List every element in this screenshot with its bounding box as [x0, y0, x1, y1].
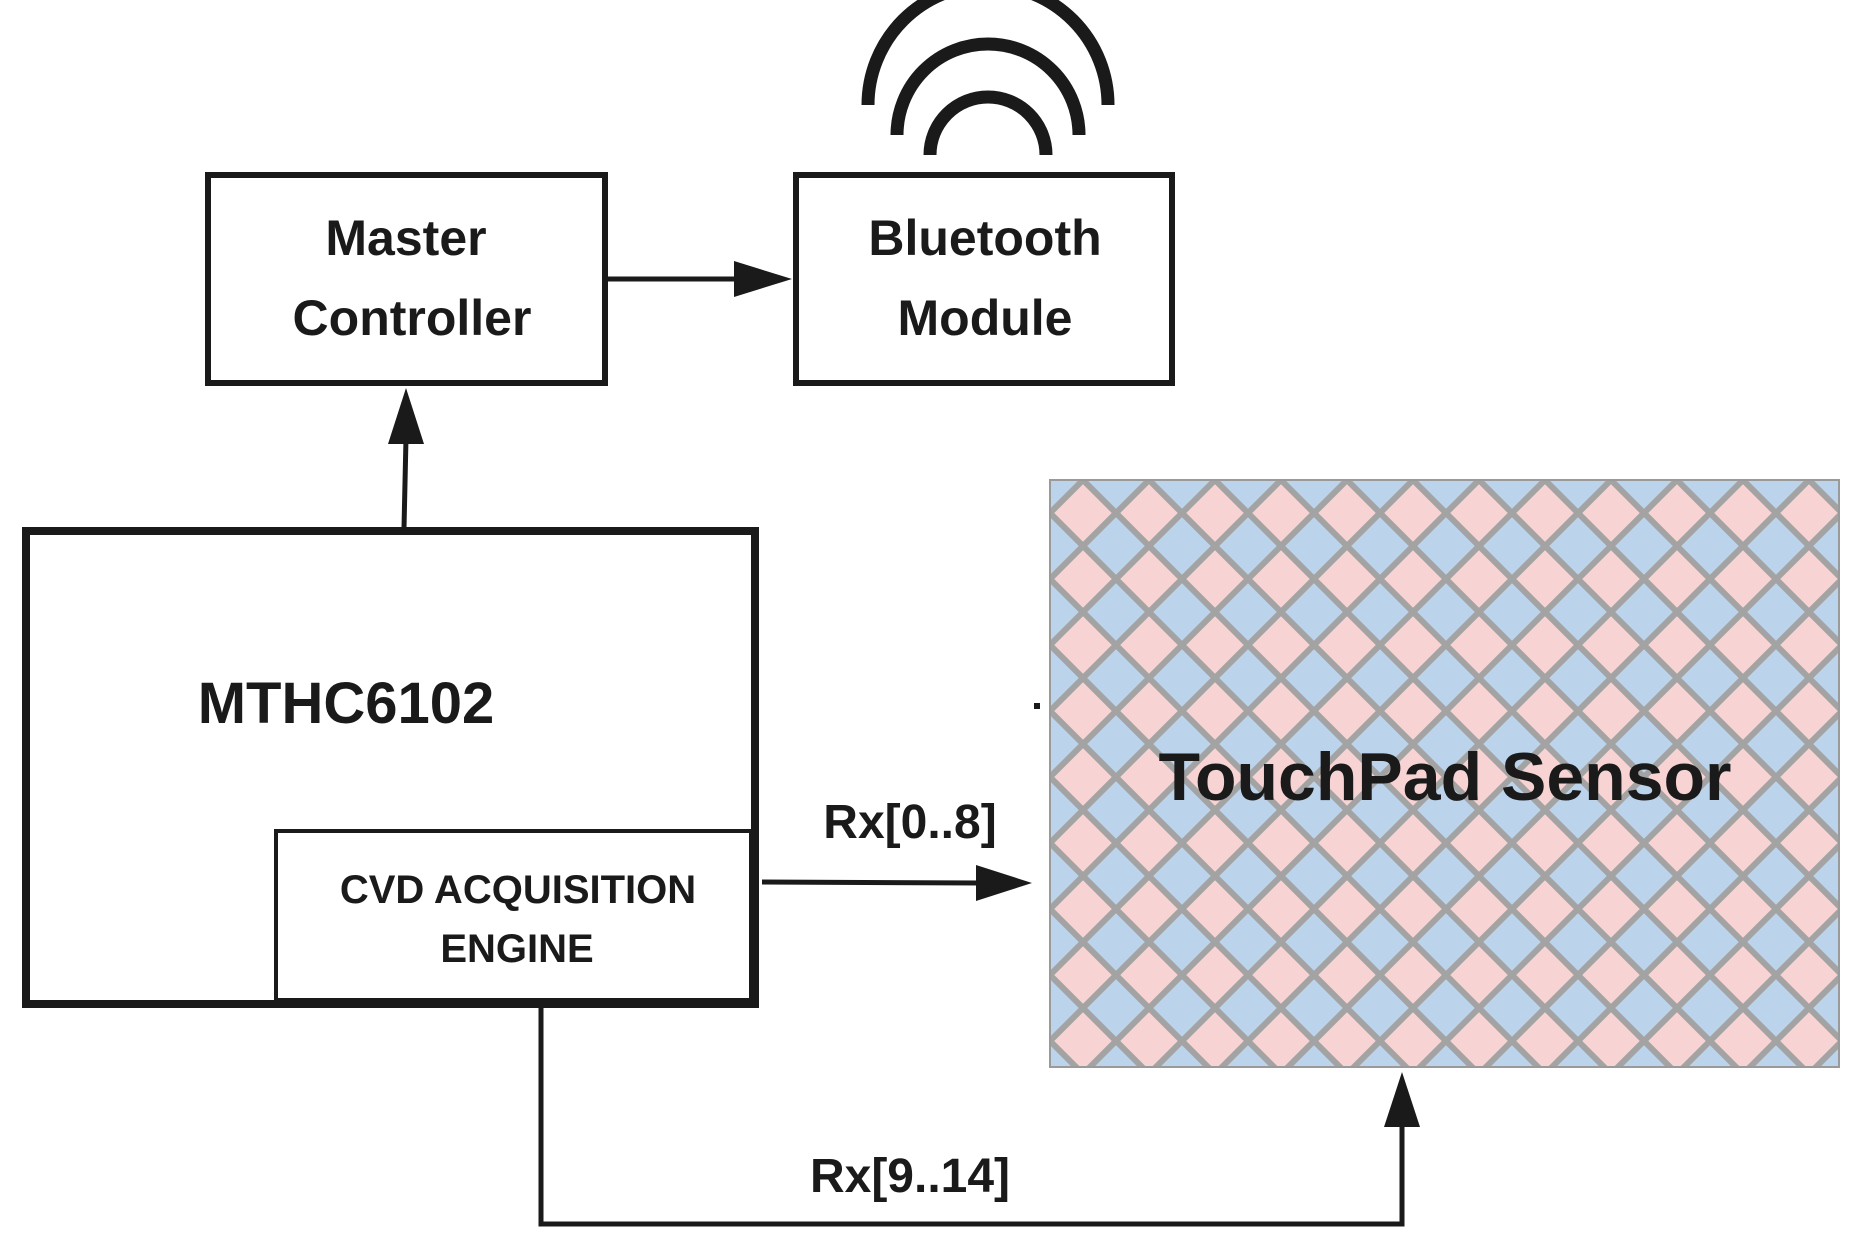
- touchpad-sensor: TouchPad Sensor: [1049, 479, 1840, 1068]
- arrow-rx-upper: Rx[0..8]: [761, 796, 1032, 901]
- sensor-dot: [1034, 703, 1040, 709]
- rx-lower-label: Rx[9..14]: [810, 1150, 1010, 1203]
- arrow-mthc-to-master: [388, 388, 424, 529]
- wireless-signal-icon: [861, 0, 1115, 156]
- touchpad-sensor-label: TouchPad Sensor: [1158, 739, 1731, 815]
- bluetooth-module-block: Bluetooth Module: [793, 172, 1175, 386]
- cvd-engine-label-line2: ENGINE: [440, 927, 593, 971]
- master-controller-block: Master Controller: [205, 172, 608, 386]
- mthc6102-label: MTHC6102: [198, 671, 495, 736]
- cvd-acquisition-engine-block: CVD ACQUISITION ENGINE: [274, 829, 753, 1002]
- connector-rx-lower: Rx[9..14]: [538, 1004, 1420, 1227]
- rx-upper-label: Rx[0..8]: [823, 796, 996, 849]
- cvd-engine-label-line1: CVD ACQUISITION: [340, 868, 696, 912]
- master-controller-label-line2: Controller: [293, 290, 532, 346]
- bluetooth-module-label-line1: Bluetooth: [868, 210, 1101, 266]
- bluetooth-module-label-line2: Module: [898, 290, 1073, 346]
- master-controller-label-line1: Master: [325, 210, 486, 266]
- arrow-master-to-bluetooth: [605, 261, 792, 297]
